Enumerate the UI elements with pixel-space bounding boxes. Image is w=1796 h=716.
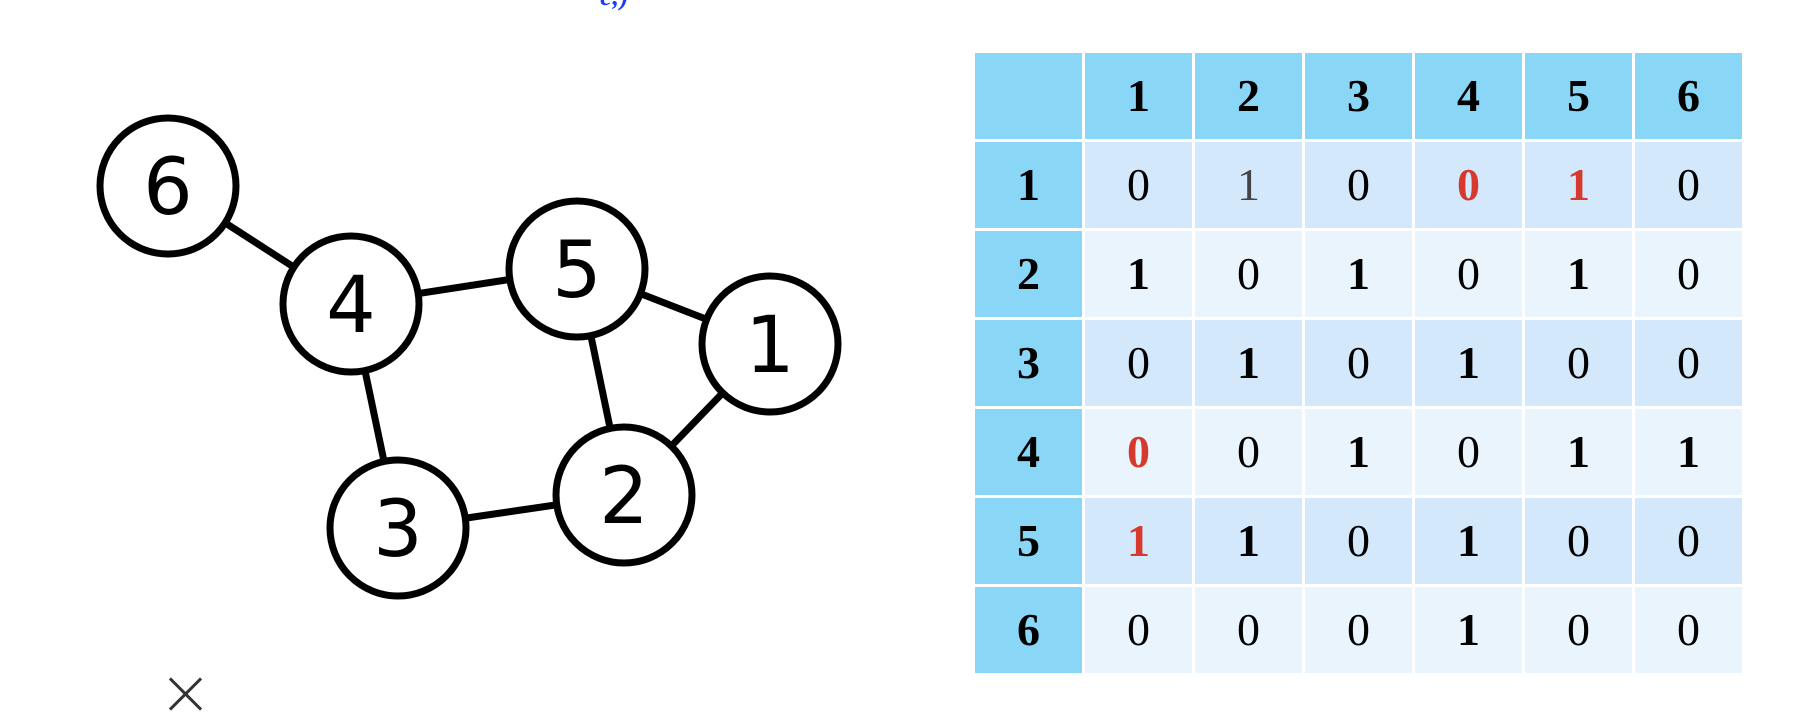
top-text-fragment: e,) [600, 0, 630, 12]
graph-node: 1 [698, 272, 842, 416]
matrix-cell: 1 [1085, 231, 1192, 317]
matrix-row-header: 6 [975, 587, 1082, 673]
matrix-cell: 0 [1635, 320, 1742, 406]
graph-node-circle [505, 197, 649, 341]
matrix-row-header: 5 [975, 498, 1082, 584]
matrix-row-header: 2 [975, 231, 1082, 317]
matrix-cell: 0 [1085, 587, 1192, 673]
graph-node: 2 [552, 423, 696, 567]
matrix-cell: 1 [1525, 409, 1632, 495]
matrix-col-header: 4 [1415, 53, 1522, 139]
matrix-cell: 0 [1305, 498, 1412, 584]
matrix-cell: 1 [1305, 409, 1412, 495]
matrix-row: 2 1 0 1 0 1 0 [975, 231, 1742, 317]
matrix-cell: 0 [1415, 409, 1522, 495]
graph-node-circle [279, 232, 423, 376]
matrix-cell: 1 [1415, 320, 1522, 406]
graph-node-circle [698, 272, 842, 416]
matrix-cell: 1 [1415, 498, 1522, 584]
matrix-cell: 1 [1195, 320, 1302, 406]
graph-node-label: 3 [373, 485, 423, 575]
graph-diagram: 1 2 3 4 5 6 [96, 114, 842, 600]
matrix-col-header: 6 [1635, 53, 1742, 139]
matrix-cell-highlighted: 1 [1525, 142, 1632, 228]
matrix-cell: 0 [1305, 320, 1412, 406]
matrix-col-header: 3 [1305, 53, 1412, 139]
matrix-cell: 1 [1305, 231, 1412, 317]
matrix-cell: 1 [1195, 498, 1302, 584]
matrix-cell: 0 [1525, 498, 1632, 584]
matrix-cell-highlighted: 0 [1085, 409, 1192, 495]
graph-node: 6 [96, 114, 240, 258]
matrix-cell: 1 [1525, 231, 1632, 317]
graph-node-label: 6 [143, 143, 193, 233]
graph-node: 3 [326, 456, 470, 600]
matrix-cell: 0 [1635, 231, 1742, 317]
graph-node-label: 5 [552, 226, 602, 316]
close-icon[interactable] [164, 672, 208, 716]
adjacency-matrix: 1 2 3 4 5 6 1 0 1 0 0 1 0 2 1 0 1 0 1 0 … [972, 50, 1745, 676]
matrix-cell-highlighted: 0 [1415, 142, 1522, 228]
matrix-cell: 0 [1195, 587, 1302, 673]
matrix-corner-cell [975, 53, 1082, 139]
graph-node-label: 4 [326, 261, 376, 351]
matrix-row: 6 0 0 0 1 0 0 [975, 587, 1742, 673]
matrix-row: 5 1 1 0 1 0 0 [975, 498, 1742, 584]
graph-node-circle [96, 114, 240, 258]
graph-node-circle [552, 423, 696, 567]
matrix-cell: 0 [1305, 142, 1412, 228]
matrix-cell: 0 [1635, 142, 1742, 228]
matrix-col-header: 2 [1195, 53, 1302, 139]
matrix-row: 3 0 1 0 1 0 0 [975, 320, 1742, 406]
matrix-cell: 0 [1635, 498, 1742, 584]
matrix-row: 1 0 1 0 0 1 0 [975, 142, 1742, 228]
matrix-cell: 0 [1635, 587, 1742, 673]
matrix-col-header: 1 [1085, 53, 1192, 139]
graph-node-label: 2 [599, 452, 649, 542]
matrix-cell: 0 [1525, 587, 1632, 673]
matrix-row-header: 3 [975, 320, 1082, 406]
graph-nodes: 1 2 3 4 5 6 [96, 114, 842, 600]
matrix-col-header: 5 [1525, 53, 1632, 139]
matrix-cell: 0 [1525, 320, 1632, 406]
matrix-cell: 0 [1085, 320, 1192, 406]
matrix-cell: 0 [1195, 231, 1302, 317]
graph-node-circle [326, 456, 470, 600]
graph-node-label: 1 [745, 301, 795, 391]
matrix-cell: 0 [1195, 409, 1302, 495]
graph-node: 4 [279, 232, 423, 376]
matrix-cell: 0 [1085, 142, 1192, 228]
matrix-cell: 1 [1635, 409, 1742, 495]
matrix-header-row: 1 2 3 4 5 6 [975, 53, 1742, 139]
matrix-row: 4 0 0 1 0 1 1 [975, 409, 1742, 495]
matrix-cell: 1 [1195, 142, 1302, 228]
matrix-cell: 0 [1305, 587, 1412, 673]
matrix-cell: 0 [1415, 231, 1522, 317]
matrix-cell-highlighted: 1 [1085, 498, 1192, 584]
graph-node: 5 [505, 197, 649, 341]
matrix-row-header: 4 [975, 409, 1082, 495]
matrix-cell: 1 [1415, 587, 1522, 673]
matrix-row-header: 1 [975, 142, 1082, 228]
